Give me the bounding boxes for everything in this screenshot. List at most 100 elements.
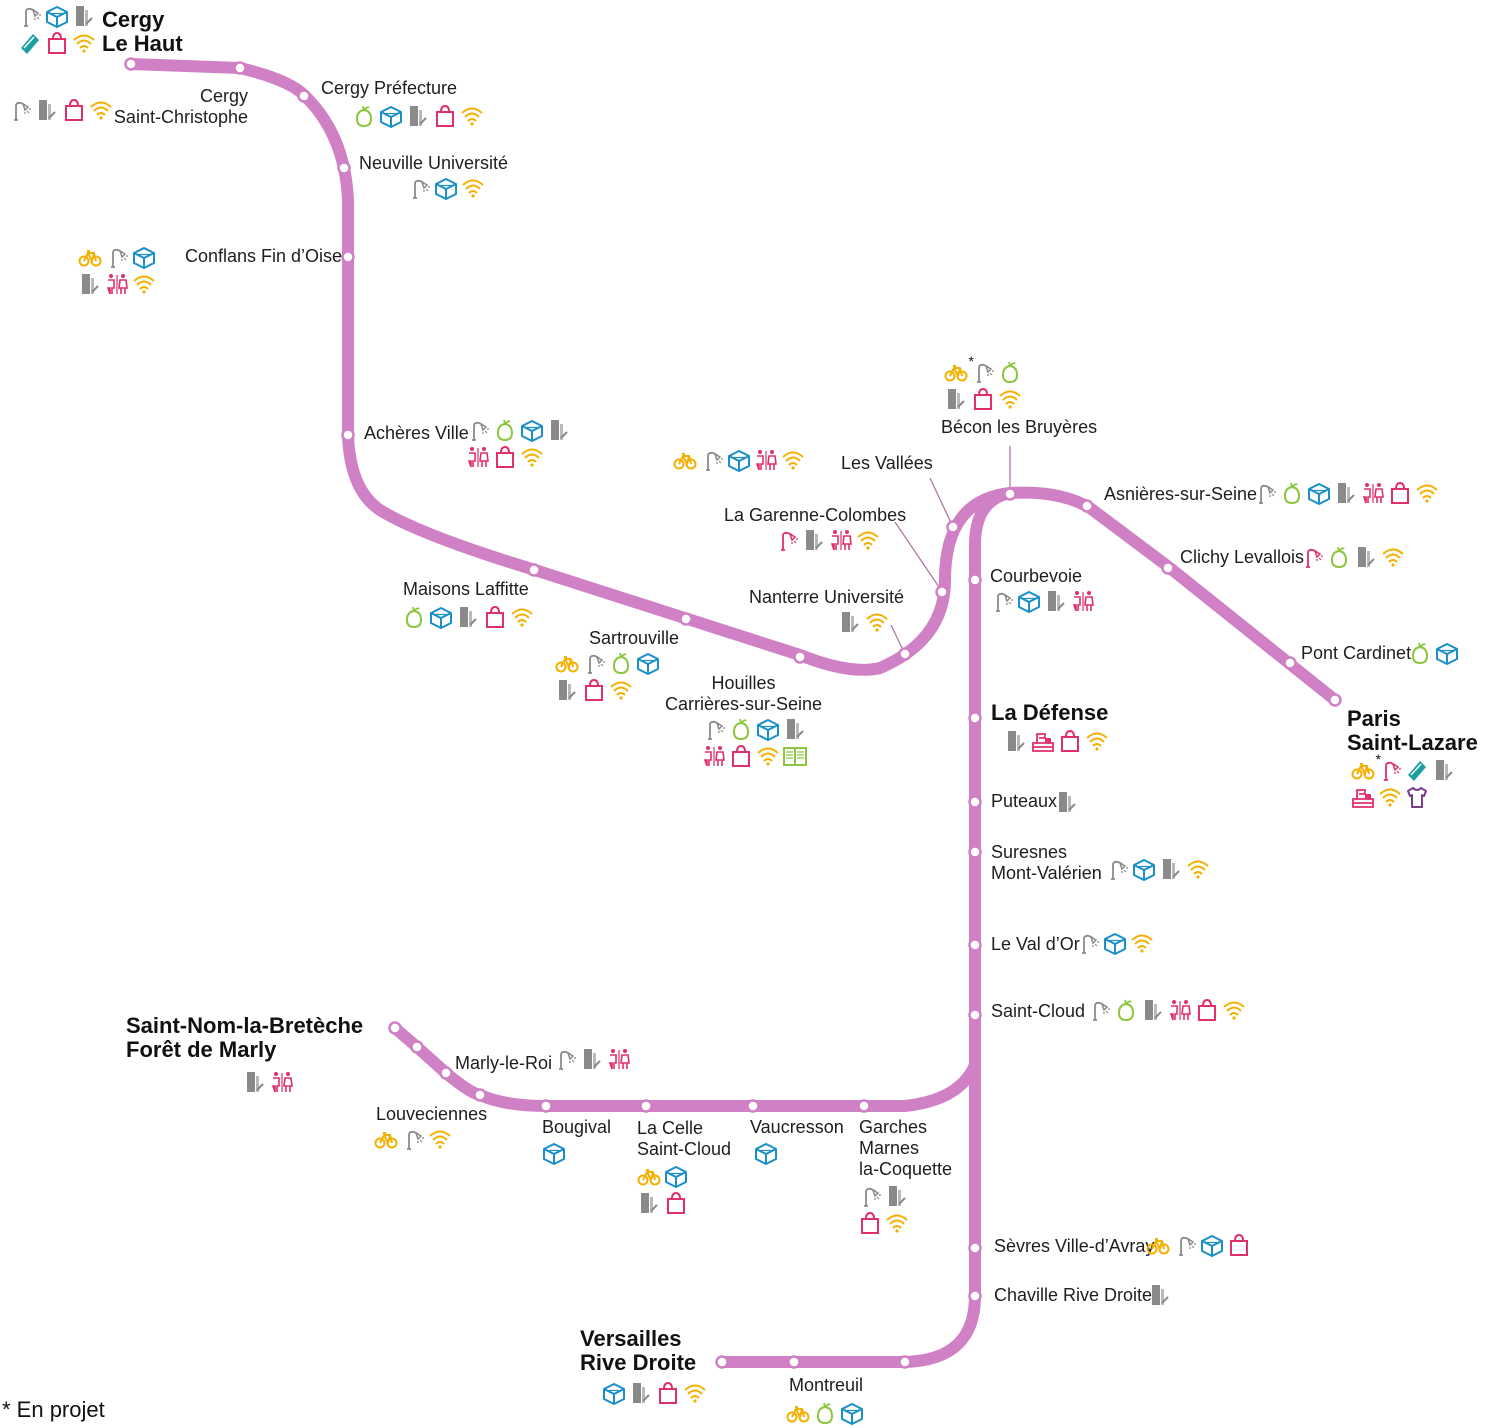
station-dot-puteaux[interactable] <box>968 795 982 809</box>
station-label-saint-nom[interactable]: Saint-Nom-la-Bretèche Forêt de Marly <box>126 1013 364 1062</box>
station-services-houilles-carrieres <box>702 717 807 768</box>
station-dot-sevres-ville-d-avray[interactable] <box>968 1241 982 1255</box>
station-dot-les-vallees[interactable] <box>946 520 960 534</box>
station-dot-bougival[interactable] <box>539 1099 553 1113</box>
parcel-locker-icon <box>542 1141 566 1165</box>
station-dot-courbevoie[interactable] <box>968 573 982 587</box>
station-label-vaucresson[interactable]: Vaucresson <box>750 1117 844 1137</box>
station-label-houilles-carrieres[interactable]: Houilles Carrières-sur-Seine <box>664 673 822 714</box>
station-label-le-val-d-or[interactable]: Le Val d’Or <box>991 934 1080 954</box>
station-dot-vaucresson[interactable] <box>746 1099 760 1113</box>
station-dot-asnieres-sur-seine[interactable] <box>1080 499 1094 513</box>
station-label-neuville-universite[interactable]: Neuville Université <box>359 153 509 173</box>
station-label-louveciennes[interactable]: Louveciennes <box>376 1104 488 1124</box>
station-dot-nanterre-universite[interactable] <box>898 647 912 661</box>
station-label-clichy-levallois[interactable]: Clichy Levallois <box>1180 547 1305 567</box>
station-label-cergy-prefecture[interactable]: Cergy Préfecture <box>321 78 458 98</box>
services-row <box>1087 998 1246 1022</box>
station-label-asnieres-sur-seine[interactable]: Asnières-sur-Seine <box>1104 484 1258 504</box>
fresh-food-icon <box>1408 641 1432 665</box>
station-dot-chaville-rive-droite[interactable] <box>968 1289 982 1303</box>
wifi-icon <box>683 1381 707 1405</box>
station-dot-saint-nom[interactable] <box>388 1021 402 1035</box>
station-label-cergy-le-haut[interactable]: Cergy Le Haut <box>102 7 183 56</box>
wifi-icon <box>885 1211 909 1235</box>
station-label-les-vallees[interactable]: Les Vallées <box>841 453 933 473</box>
wifi-icon <box>461 176 485 200</box>
station-dot-neuville-universite[interactable] <box>337 161 351 175</box>
station-dot-maisons-laffitte[interactable] <box>527 563 541 577</box>
station-label-montreuil[interactable]: Montreuil <box>789 1375 864 1395</box>
station-dot-unnamed-1[interactable] <box>898 1355 912 1369</box>
services-row <box>466 418 571 442</box>
station-dot-la-garenne-colombes[interactable] <box>935 585 949 599</box>
station-services-saint-cloud <box>1087 998 1246 1022</box>
station-dot-saint-cloud[interactable] <box>968 1008 982 1022</box>
services-row: * <box>1351 751 1456 782</box>
shop-icon <box>433 104 457 128</box>
station-dot-cergy-le-haut[interactable] <box>124 57 138 71</box>
station-dot-le-val-d-or[interactable] <box>968 938 982 952</box>
station-dot-suresnes[interactable] <box>968 845 982 859</box>
station-dot-la-defense[interactable] <box>968 711 982 725</box>
services-row <box>407 176 485 200</box>
toilets-icon <box>1168 998 1192 1022</box>
lost-and-found-icon <box>971 360 995 384</box>
station-dot-montreuil[interactable] <box>787 1355 801 1369</box>
station-dot-conflans-fin-d-oise[interactable] <box>341 250 355 264</box>
station-label-bougival[interactable]: Bougival <box>542 1117 612 1137</box>
station-label-becon-les-bruyeres[interactable]: Bécon les Bruyères <box>941 417 1098 437</box>
station-dot-cergy-prefecture[interactable] <box>297 89 311 103</box>
station-services-chaville-rive-droite <box>1148 1283 1172 1307</box>
station-label-conflans-fin-d-oise[interactable]: Conflans Fin d’Oise <box>185 246 343 266</box>
lost-and-found-icon <box>18 4 42 28</box>
planned-marker: * <box>1375 751 1381 767</box>
station-dot-paris-saint-lazare[interactable] <box>1328 693 1342 707</box>
ticket-machine-icon <box>1141 998 1165 1022</box>
station-label-courbevoie[interactable]: Courbevoie <box>990 566 1083 586</box>
station-dot-marly-le-roi[interactable] <box>439 1066 453 1080</box>
station-label-paris-saint-lazare[interactable]: Paris Saint-Lazare <box>1347 706 1478 755</box>
station-dot-becon-les-bruyeres[interactable] <box>1003 487 1017 501</box>
station-dot-houilles-carrieres[interactable] <box>793 650 807 664</box>
station-label-sartrouville[interactable]: Sartrouville <box>589 628 680 648</box>
fresh-food-icon <box>1327 545 1351 569</box>
station-dot-pont-cardinet[interactable] <box>1283 656 1297 670</box>
station-services-bougival <box>542 1141 566 1165</box>
station-dot-la-celle-saint-cloud[interactable] <box>639 1099 653 1113</box>
ticket-machine-icon <box>783 717 807 741</box>
station-label-marly-le-roi[interactable]: Marly-le-Roi <box>455 1053 553 1073</box>
station-dot-unnamed-0[interactable] <box>410 1040 424 1054</box>
station-label-pont-cardinet[interactable]: Pont Cardinet <box>1301 643 1412 663</box>
station-label-saint-cloud[interactable]: Saint-Cloud <box>991 1001 1086 1021</box>
station-services-conflans-fin-d-oise <box>78 245 156 296</box>
station-dot-versailles-rive-droite[interactable] <box>715 1355 729 1369</box>
station-label-acheres-ville[interactable]: Achères Ville <box>364 423 469 443</box>
station-dot-clichy-levallois[interactable] <box>1161 561 1175 575</box>
station-services-le-val-d-or <box>1076 931 1154 955</box>
station-label-chaville-rive-droite[interactable]: Chaville Rive Droite <box>994 1285 1153 1305</box>
planned-marker: * <box>968 353 974 369</box>
station-label-la-celle-saint-cloud[interactable]: La Celle Saint-Cloud <box>637 1118 732 1159</box>
station-label-suresnes[interactable]: Suresnes Mont-Valérien <box>991 842 1102 883</box>
station-label-nanterre-universite[interactable]: Nanterre Université <box>749 587 905 607</box>
station-label-versailles-rive-droite[interactable]: Versailles Rive Droite <box>580 1326 697 1375</box>
station-label-la-defense[interactable]: La Défense <box>991 700 1109 725</box>
station-services-sevres-ville-d-avray <box>1146 1233 1251 1257</box>
station-label-la-garenne-colombes[interactable]: La Garenne-Colombes <box>724 505 907 525</box>
station-dot-sartrouville[interactable] <box>679 612 693 626</box>
parcel-locker-icon <box>1132 857 1156 881</box>
station-dot-acheres-ville[interactable] <box>341 428 355 442</box>
station-label-puteaux[interactable]: Puteaux <box>991 791 1058 811</box>
station-dot-cergy-saint-christophe[interactable] <box>233 61 247 75</box>
station-dot-garches[interactable] <box>857 1099 871 1113</box>
station-label-cergy-saint-christophe[interactable]: Cergy Saint-Christophe <box>113 86 248 127</box>
station-label-sevres-ville-d-avray[interactable]: Sèvres Ville-d’Avray <box>994 1236 1155 1256</box>
shop-icon <box>656 1381 680 1405</box>
station-dot-louveciennes[interactable] <box>473 1088 487 1102</box>
station-label-maisons-laffitte[interactable]: Maisons Laffitte <box>403 579 529 599</box>
lost-and-found-icon <box>858 1184 882 1208</box>
lost-and-found-icon <box>401 1127 425 1151</box>
station-label-garches[interactable]: Garches Marnes la-Coquette <box>859 1117 953 1179</box>
toilets-icon <box>607 1047 631 1071</box>
